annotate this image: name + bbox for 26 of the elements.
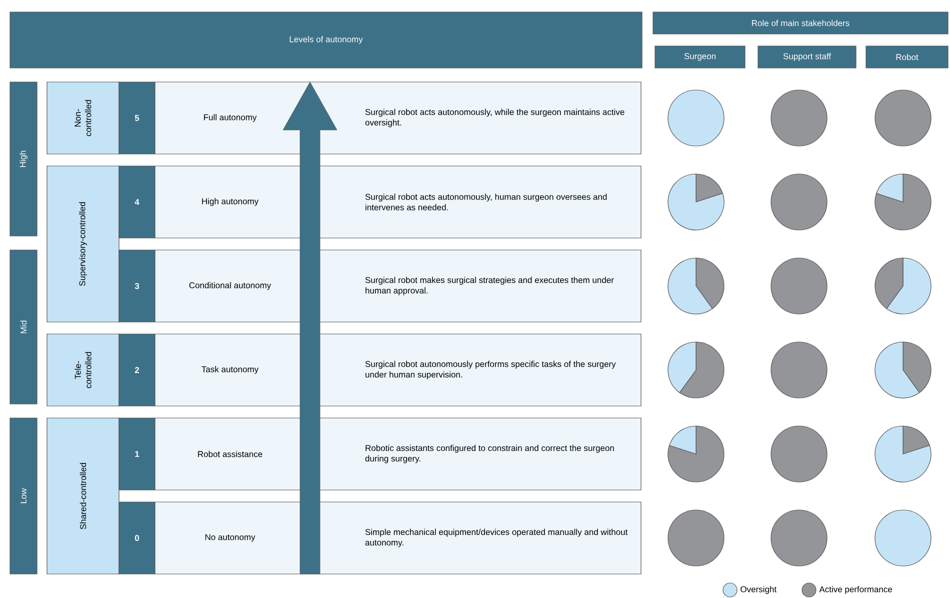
control-mode-box: Non-controlled	[46, 82, 120, 154]
level-row-box: Conditional autonomy Surgical robot makes surgical strategies and executes them under human approval.	[154, 250, 642, 322]
level-number-box: 3	[118, 250, 156, 322]
control-mode-box: Tele-controlled	[46, 334, 120, 406]
legend-label: Oversight	[740, 586, 777, 594]
level-band: Mid	[10, 250, 38, 404]
column-header: Surgeon	[654, 46, 746, 68]
level-row-box: Full autonomy Surgical robot acts autonomously, while the surgeon maintains active oversight.	[154, 82, 642, 154]
level-number-box: 5	[118, 82, 156, 154]
level-number-box: 1	[118, 418, 156, 490]
level-row-box: Task autonomy Surgical robot autonomously performs specific tasks of the surgery under human supervision.	[154, 334, 642, 406]
level-number-box: 4	[118, 166, 156, 238]
control-mode-box: Supervisory-controlled	[46, 166, 120, 322]
level-number-box: 0	[118, 502, 156, 574]
level-row-box: Robot assistance Robotic assistants configured to constrain and correct the surgeon during surgery.	[154, 418, 642, 490]
control-mode-box: Shared-controlled	[46, 418, 120, 574]
title-banner: Levels of autonomy	[10, 12, 642, 68]
level-number-box: 2	[118, 334, 156, 406]
level-band: High	[10, 82, 38, 236]
legend-label: Active performance	[819, 586, 892, 594]
level-row-box: High autonomy Surgical robot acts autonomously, human surgeon oversees and intervenes as needed.	[154, 166, 642, 238]
column-header: Role of main stakeholders	[652, 12, 948, 34]
level-row-box: No autonomy Simple mechanical equipment/devices operated manually and without autonomy.	[154, 502, 642, 574]
level-band: Low	[10, 418, 38, 574]
column-header: Robot	[866, 46, 948, 68]
column-header: Support staff	[758, 46, 856, 68]
